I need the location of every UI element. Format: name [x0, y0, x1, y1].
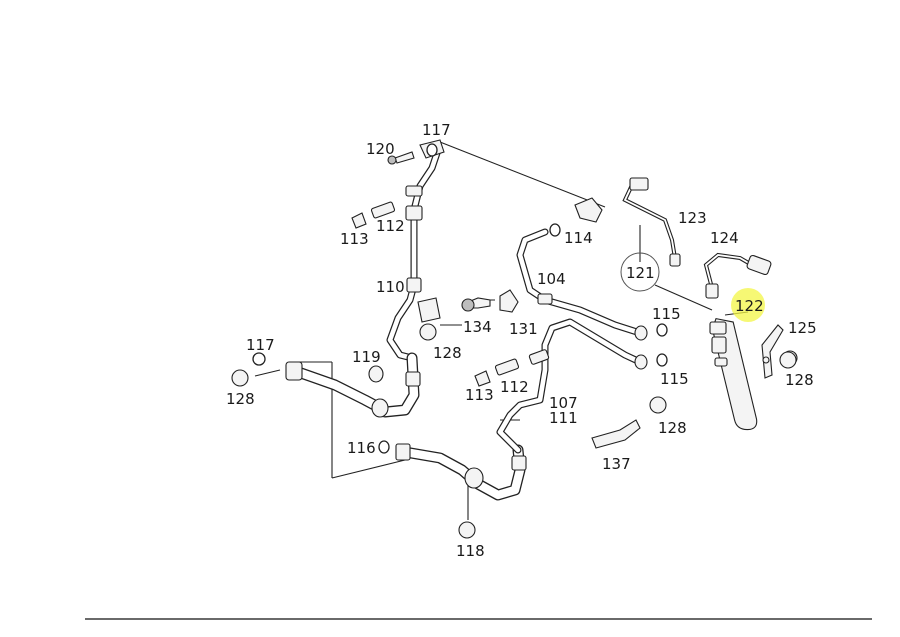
label-117-left[interactable]: 117 — [246, 336, 275, 354]
hose-lower[interactable] — [395, 443, 527, 501]
label-107[interactable]: 107 — [549, 394, 578, 412]
label-120[interactable]: 120 — [366, 140, 395, 158]
label-123[interactable]: 123 — [678, 209, 707, 227]
label-110[interactable]: 110 — [376, 278, 405, 296]
label-137[interactable]: 137 — [602, 455, 631, 473]
label-119[interactable]: 119 — [352, 348, 381, 366]
label-111[interactable]: 111 — [549, 409, 578, 427]
label-115-upper[interactable]: 115 — [652, 305, 681, 323]
label-125[interactable]: 125 — [788, 319, 817, 337]
label-128-left[interactable]: 128 — [226, 390, 255, 408]
label-115-lower[interactable]: 115 — [660, 370, 689, 388]
label-128-mid[interactable]: 128 — [433, 344, 462, 362]
sensor-wire-123[interactable] — [622, 177, 681, 267]
label-112-upper[interactable]: 112 — [376, 217, 405, 235]
label-128-right[interactable]: 128 — [785, 371, 814, 389]
receiver-drier-122[interactable] — [709, 317, 758, 431]
label-134[interactable]: 134 — [463, 318, 492, 336]
pipe-110[interactable] — [386, 139, 445, 362]
highlight-122 — [731, 288, 765, 322]
wire-124[interactable] — [703, 252, 772, 299]
leader-lines — [254, 141, 749, 520]
label-114[interactable]: 114 — [564, 229, 593, 247]
callout-circle-121 — [620, 252, 660, 292]
label-116[interactable]: 116 — [347, 439, 376, 457]
hardware — [231, 143, 797, 539]
label-112-lower[interactable]: 112 — [500, 378, 529, 396]
hose-left[interactable] — [285, 361, 389, 418]
label-118[interactable]: 118 — [456, 542, 485, 560]
label-117-top[interactable]: 117 — [422, 121, 451, 139]
label-121[interactable]: 121 — [626, 264, 655, 282]
pipe-104[interactable] — [516, 228, 648, 341]
label-122[interactable]: 122 — [735, 297, 764, 315]
label-124[interactable]: 124 — [710, 229, 739, 247]
label-113-lower[interactable]: 113 — [465, 386, 494, 404]
hose-119[interactable] — [379, 352, 421, 418]
label-131[interactable]: 131 — [509, 320, 538, 338]
label-128-lower[interactable]: 128 — [658, 419, 687, 437]
label-113-upper[interactable]: 113 — [340, 230, 369, 248]
part-labels: 117 120 113 112 110 114 104 123 124 121 … — [226, 121, 817, 560]
label-104[interactable]: 104 — [537, 270, 566, 288]
